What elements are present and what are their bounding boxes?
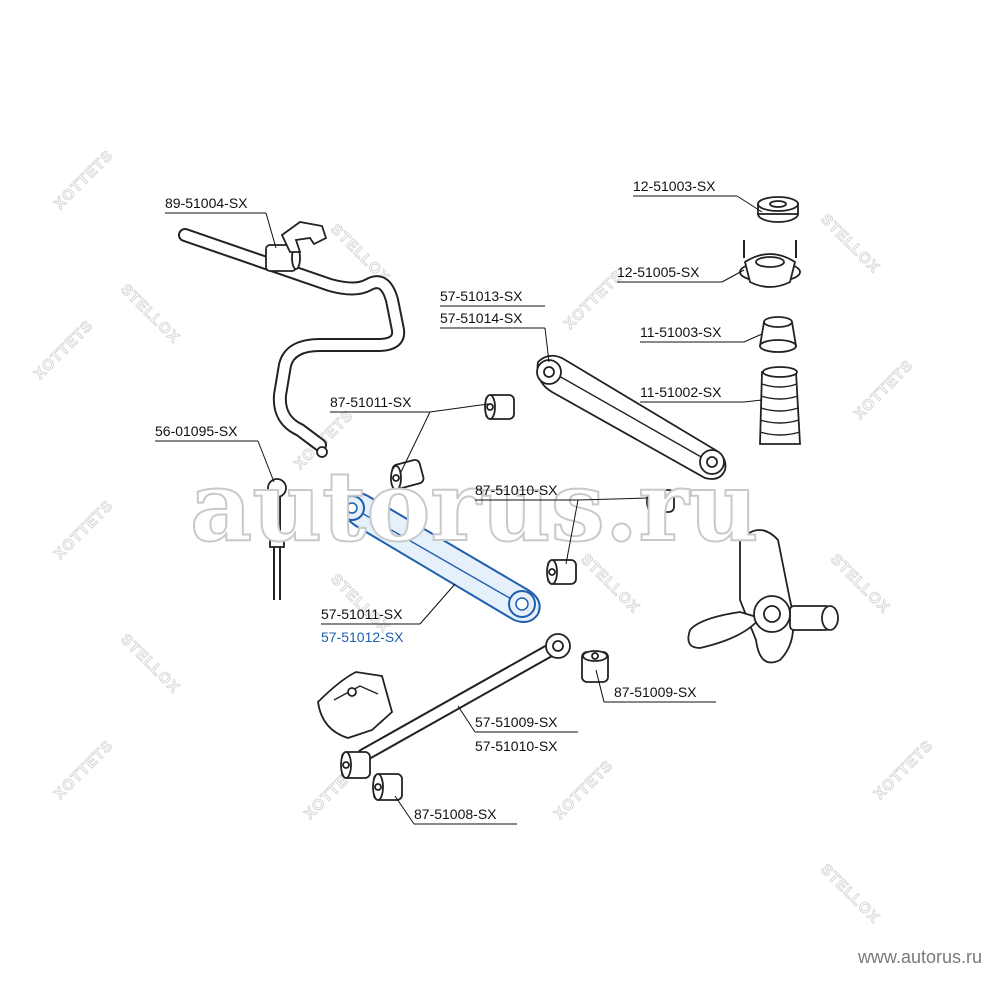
label-12-51005: 12-51005-SX bbox=[617, 264, 700, 280]
silent-block-87-51010-lower bbox=[546, 559, 577, 585]
wm-tile: XOTTETS bbox=[850, 356, 917, 423]
silent-block-87-51011-upper bbox=[484, 394, 515, 420]
strut-mount bbox=[739, 240, 801, 288]
svg-text:STELLOX: STELLOX bbox=[817, 211, 883, 277]
svg-text:STELLOX: STELLOX bbox=[817, 861, 883, 927]
svg-text:STELLOX: STELLOX bbox=[827, 551, 893, 617]
label-87-51010: 87-51010-SX bbox=[475, 482, 558, 498]
svg-text:XOTTETS: XOTTETS bbox=[851, 357, 917, 423]
svg-text:XOTTETS: XOTTETS bbox=[51, 147, 117, 213]
label-57-51009: 57-51009-SX bbox=[475, 714, 558, 730]
label-57-51014: 57-51014-SX bbox=[440, 310, 523, 326]
wm-tile: STELLOX bbox=[827, 550, 894, 617]
svg-text:XOTTETS: XOTTETS bbox=[51, 497, 117, 563]
label-57-51012-highlighted: 57-51012-SX bbox=[321, 629, 404, 645]
wm-tile: STELLOX bbox=[327, 570, 394, 637]
svg-text:STELLOX: STELLOX bbox=[327, 571, 393, 637]
stabilizer-bar bbox=[178, 228, 406, 458]
svg-text:XOTTETS: XOTTETS bbox=[31, 317, 97, 383]
trailing-rod-bracket bbox=[317, 671, 394, 739]
label-87-51008: 87-51008-SX bbox=[414, 806, 497, 822]
trailing-rod bbox=[357, 633, 571, 762]
silent-block-87-51008-a bbox=[340, 751, 371, 779]
label-87-51009: 87-51009-SX bbox=[614, 684, 697, 700]
lower-control-arm-highlighted bbox=[339, 491, 541, 623]
footer-site-url: www.autorus.ru bbox=[857, 947, 982, 967]
silent-block-87-51008-b bbox=[372, 773, 403, 801]
wm-tile: XOTTETS bbox=[50, 736, 117, 803]
svg-text:STELLOX: STELLOX bbox=[117, 631, 183, 697]
label-57-51013: 57-51013-SX bbox=[440, 288, 523, 304]
wm-tile: XOTTETS bbox=[50, 496, 117, 563]
stabilizer-bushing bbox=[265, 221, 328, 272]
steering-knuckle bbox=[687, 529, 839, 664]
label-56-01095: 56-01095-SX bbox=[155, 423, 238, 439]
label-11-51002: 11-51002-SX bbox=[640, 384, 722, 400]
label-11-51003: 11-51003-SX bbox=[640, 324, 722, 340]
leader-lines bbox=[155, 195, 763, 825]
dust-boot bbox=[759, 366, 801, 445]
wm-tile: XOTTETS bbox=[30, 316, 97, 383]
label-89-51004: 89-51004-SX bbox=[165, 195, 248, 211]
site-watermark-overlay: autorus.ru bbox=[190, 450, 759, 563]
silent-block-87-51011-lower bbox=[390, 459, 425, 491]
wm-tile: STELLOX bbox=[817, 860, 884, 927]
svg-text:XOTTETS: XOTTETS bbox=[51, 737, 117, 803]
stabilizer-link bbox=[267, 478, 287, 600]
wm-tile: STELLOX bbox=[117, 280, 184, 347]
label-57-51011: 57-51011-SX bbox=[321, 606, 403, 622]
silent-block-87-51010-upper bbox=[646, 489, 675, 513]
svg-text:STELLOX: STELLOX bbox=[117, 281, 183, 347]
svg-text:XOTTETS: XOTTETS bbox=[551, 757, 617, 823]
strut-mount-bearing bbox=[757, 196, 799, 223]
label-87-51011: 87-51011-SX bbox=[330, 394, 412, 410]
svg-text:XOTTETS: XOTTETS bbox=[871, 737, 937, 803]
wm-tile: STELLOX bbox=[117, 630, 184, 697]
label-57-51010: 57-51010-SX bbox=[475, 738, 558, 754]
wm-tile: XOTTETS bbox=[550, 756, 617, 823]
wm-tile: STELLOX bbox=[817, 210, 884, 277]
silent-block-87-51009 bbox=[581, 650, 609, 683]
label-12-51003: 12-51003-SX bbox=[633, 178, 716, 194]
wm-tile: XOTTETS bbox=[870, 736, 937, 803]
part-labels: 89-51004-SX 56-01095-SX 87-51011-SX 57-5… bbox=[155, 178, 722, 822]
wm-tile: XOTTETS bbox=[50, 146, 117, 213]
bump-stop bbox=[758, 316, 798, 353]
upper-control-arm bbox=[536, 354, 727, 480]
